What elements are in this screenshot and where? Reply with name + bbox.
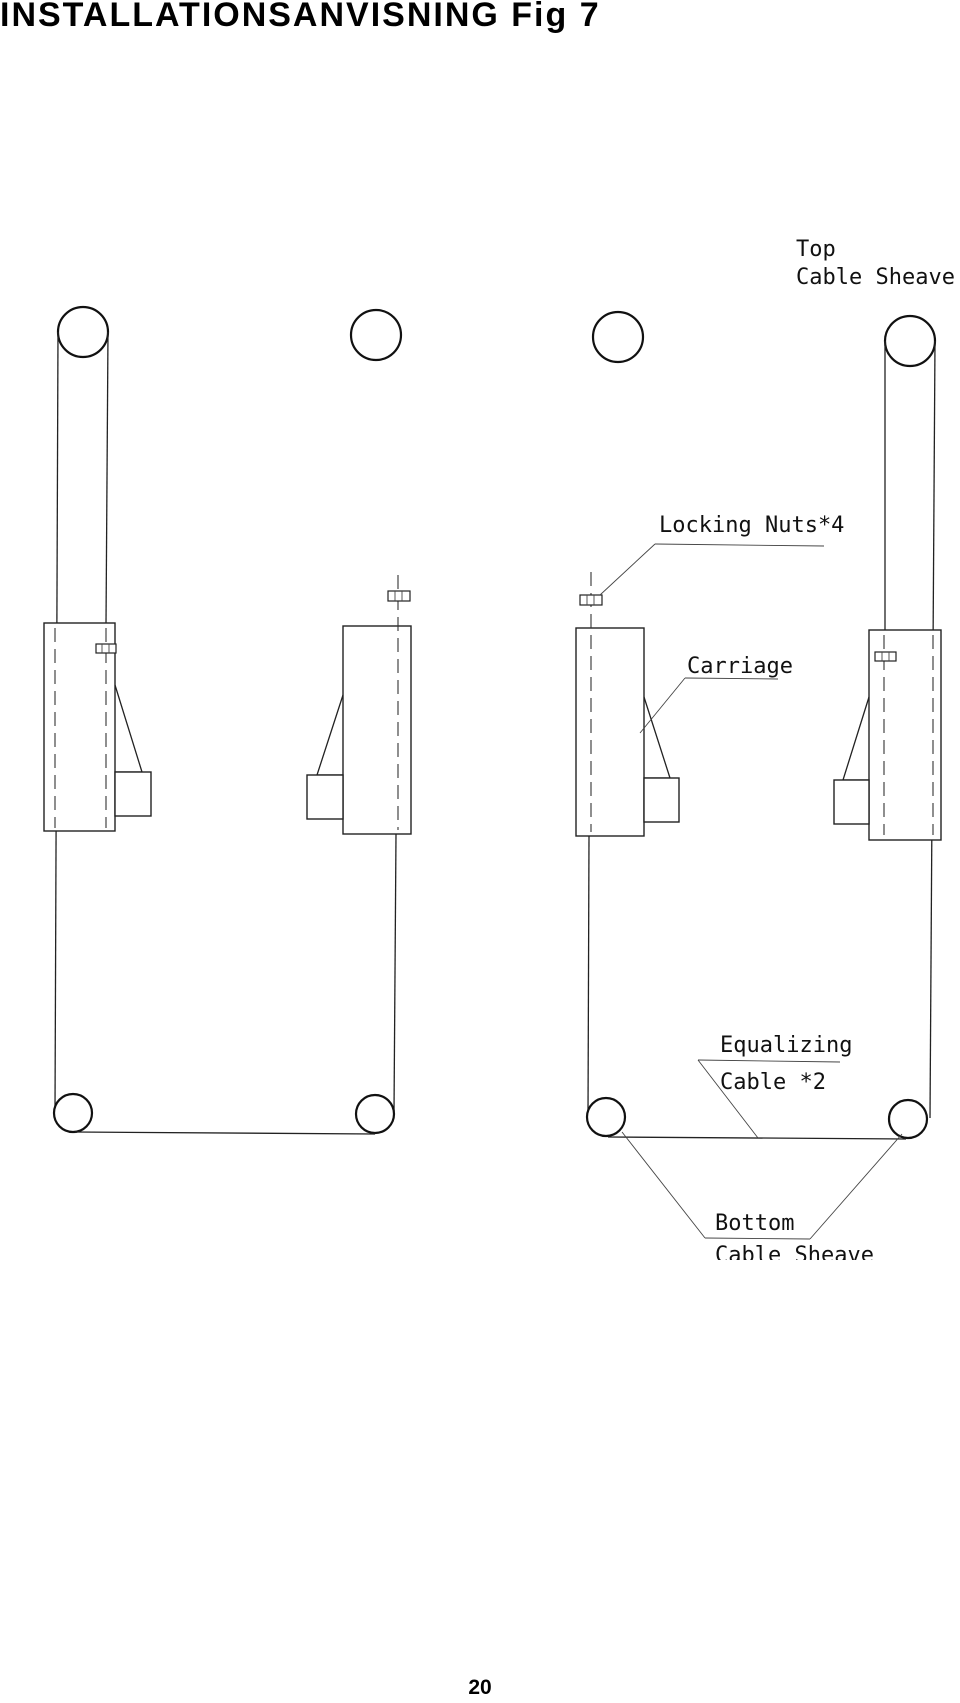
- page-number: 20: [468, 1676, 492, 1699]
- cable: [393, 833, 397, 1113]
- right-lift-assembly: [575, 310, 942, 1140]
- leader-line: [621, 1131, 706, 1239]
- leader-line: [697, 1059, 841, 1063]
- leader-line: [704, 1237, 811, 1240]
- equalizing-cable: [607, 1136, 907, 1140]
- locking-nut: [387, 590, 411, 602]
- carriage: [575, 627, 645, 837]
- locking-nut: [579, 594, 603, 606]
- carriage-arm-pad: [306, 774, 344, 820]
- callout-leaders: [599, 543, 903, 1240]
- callout-labels: Top Cable Sheave Locking Nuts*4 Carriage…: [659, 237, 955, 1260]
- bottom-cable-sheave: [354, 1093, 396, 1135]
- locking-nut: [874, 651, 897, 662]
- bottom-cable-sheave: [52, 1092, 94, 1134]
- carriage-arm-pad: [833, 779, 870, 825]
- carriage-label: Carriage: [687, 654, 793, 679]
- leader-line: [599, 543, 656, 596]
- carriage-arm-bracket: [114, 684, 143, 773]
- carriage: [43, 622, 116, 832]
- carriage-arm-pad: [643, 777, 680, 823]
- left-lift-assembly: [43, 305, 412, 1135]
- equalizing-cable-label: Equalizing: [720, 1033, 852, 1058]
- locking-nut: [95, 643, 117, 654]
- bottom-cable-sheave-label: Bottom: [715, 1211, 794, 1236]
- carriage-arm-bracket: [842, 696, 870, 781]
- bottom-cable-sheave: [887, 1098, 929, 1140]
- cable-routing-diagram: Top Cable Sheave Locking Nuts*4 Carriage…: [43, 237, 955, 1260]
- leader-line: [654, 543, 825, 547]
- top-cable-sheave-label: Cable Sheave: [796, 265, 955, 290]
- locking-nuts-label: Locking Nuts*4: [659, 513, 844, 538]
- bottom-cable-sheave: [585, 1096, 627, 1138]
- leader-line: [809, 1133, 903, 1240]
- carriage: [342, 625, 412, 835]
- top-cable-sheave: [591, 310, 645, 364]
- bottom-cable-sheave-label: Cable Sheave: [715, 1243, 874, 1260]
- leader-line: [639, 677, 686, 734]
- carriage: [868, 629, 942, 841]
- top-cable-sheave: [883, 314, 937, 368]
- carriage-arm-bracket: [316, 694, 344, 776]
- top-cable-sheave: [349, 308, 403, 362]
- carriage-arm-pad: [114, 771, 152, 817]
- equalizing-cable-label: Cable *2: [720, 1070, 826, 1095]
- page-title: INSTALLATIONSANVISNING Fig 7: [0, 0, 601, 34]
- top-cable-sheave-label: Top: [796, 237, 836, 262]
- carriage-arm-bracket: [643, 696, 671, 779]
- top-cable-sheave: [56, 305, 110, 359]
- cable: [105, 331, 109, 626]
- leader-line: [684, 677, 779, 680]
- equalizing-cable: [74, 1131, 376, 1135]
- cable: [587, 835, 590, 1117]
- leader-line: [697, 1059, 759, 1139]
